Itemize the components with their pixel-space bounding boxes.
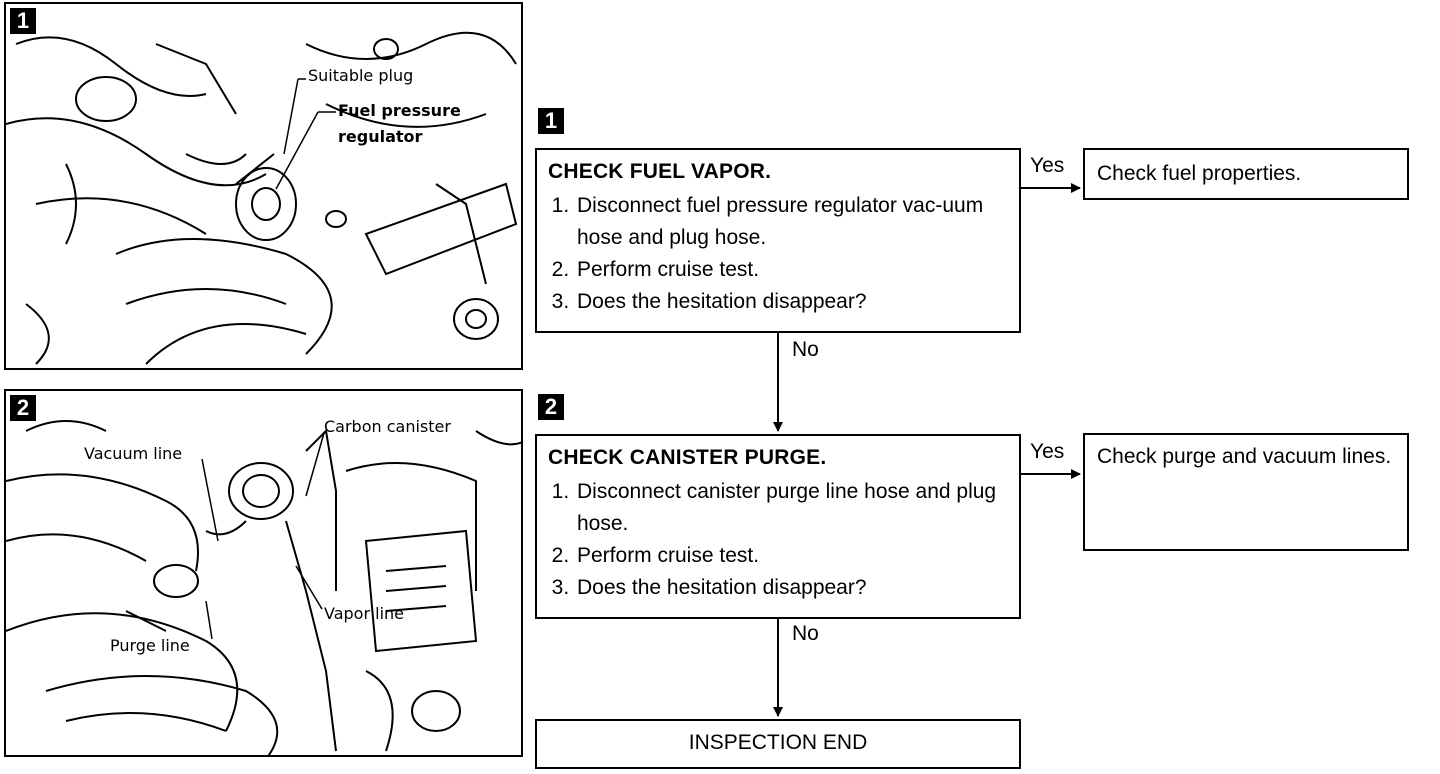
step-2-item: Does the hesitation disappear? (575, 572, 1019, 604)
step-1-title: CHECK FUEL VAPOR. (548, 160, 772, 183)
callout-regulator: regulator (338, 127, 423, 146)
callout-suitable-plug: Suitable plug (308, 66, 413, 85)
figure-2-badge: 2 (10, 395, 36, 421)
inspection-end-box: INSPECTION END (535, 719, 1021, 769)
step-1-yes-label: Yes (1030, 154, 1065, 177)
step-1-item: Does the hesitation disappear? (575, 286, 1019, 318)
step-1-badge: 1 (538, 108, 564, 134)
step-1-yes-result: Check fuel properties. (1083, 148, 1409, 200)
callout-vapor-line: Vapor line (324, 604, 404, 623)
step-2-badge: 2 (538, 394, 564, 420)
step-2-item: Perform cruise test. (575, 540, 1019, 572)
step-2-yes-result: Check purge and vacuum lines. (1083, 433, 1409, 551)
step-2-list: Disconnect canister purge line hose and … (537, 476, 1019, 604)
figure-1-badge: 1 (10, 8, 36, 34)
step-1-item: Disconnect fuel pressure regulator vac-u… (575, 190, 1019, 254)
figure-2-illustration: Carbon canister Vacuum line Vapor line P… (4, 389, 523, 757)
step-1-no-label: No (792, 338, 819, 361)
step-2-box: CHECK CANISTER PURGE. Disconnect caniste… (535, 434, 1021, 619)
step-2-title: CHECK CANISTER PURGE. (548, 446, 827, 469)
callout-carbon-canister: Carbon canister (324, 417, 451, 436)
figure-1-illustration: Suitable plug Fuel pressure regulator 1 (4, 2, 523, 370)
engine-drawing-1: Suitable plug Fuel pressure regulator (6, 31, 518, 365)
callout-purge-line: Purge line (110, 636, 190, 655)
callout-fuel-pressure: Fuel pressure (338, 101, 461, 120)
step-1-list: Disconnect fuel pressure regulator vac-u… (537, 190, 1019, 318)
step-2-no-label: No (792, 622, 819, 645)
step-1-box: CHECK FUEL VAPOR. Disconnect fuel pressu… (535, 148, 1021, 333)
callout-vacuum-line: Vacuum line (84, 444, 182, 463)
step-1-item: Perform cruise test. (575, 254, 1019, 286)
step-2-yes-label: Yes (1030, 440, 1065, 463)
step-2-item: Disconnect canister purge line hose and … (575, 476, 1019, 540)
engine-drawing-2: Carbon canister Vacuum line Vapor line P… (6, 417, 521, 755)
